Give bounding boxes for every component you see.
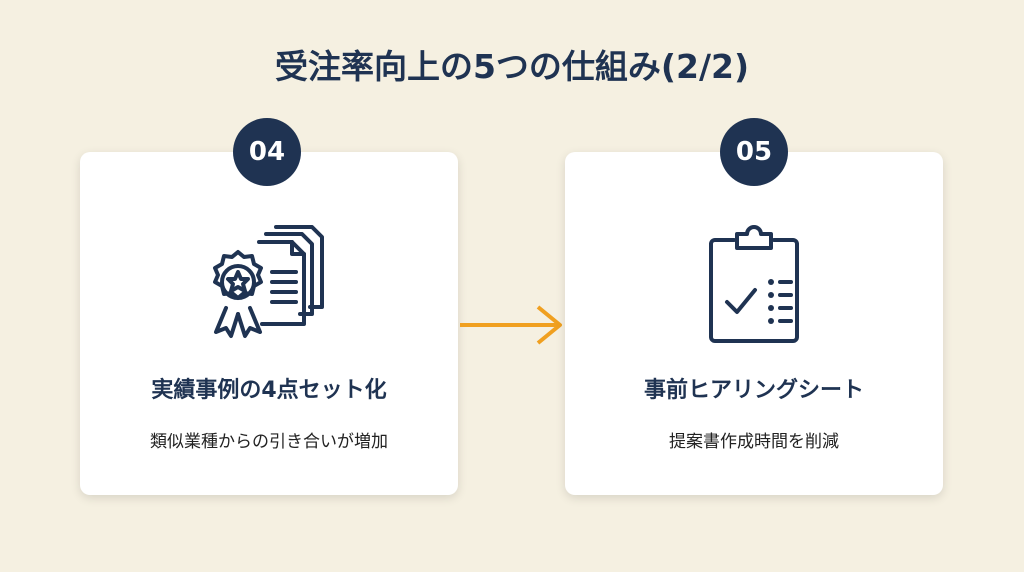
step-card-04: 実績事例の4点セット化 類似業種からの引き合いが増加: [80, 152, 458, 495]
step-card-05: 事前ヒアリングシート 提案書作成時間を削減: [565, 152, 943, 495]
clipboard-checklist-icon: [699, 222, 809, 351]
award-documents-icon: [204, 222, 334, 346]
step-badge-04: 04: [233, 118, 301, 186]
step-subtitle: 類似業種からの引き合いが増加: [150, 432, 388, 452]
step-badge-05: 05: [720, 118, 788, 186]
page-title: 受注率向上の5つの仕組み(2/2): [274, 47, 750, 86]
arrow-right-icon: [460, 305, 562, 345]
step-title: 事前ヒアリングシート: [643, 378, 864, 403]
step-subtitle: 提案書作成時間を削減: [669, 432, 839, 452]
step-title: 実績事例の4点セット化: [151, 378, 387, 403]
